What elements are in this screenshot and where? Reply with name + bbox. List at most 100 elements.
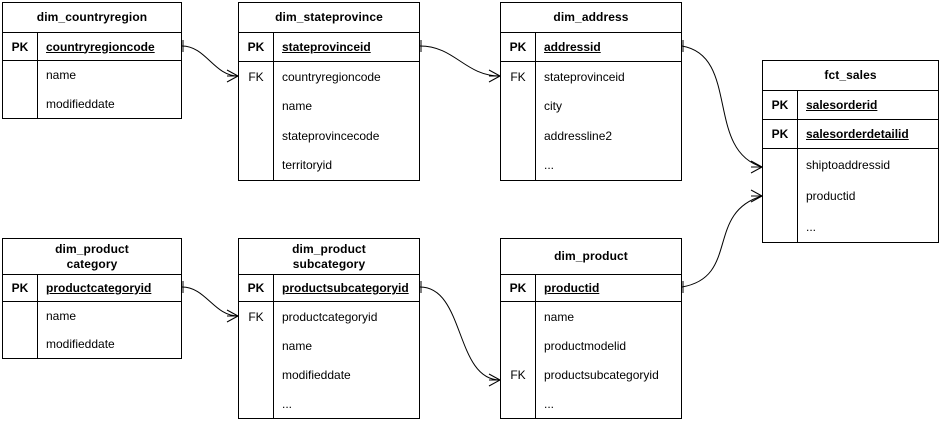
- attribute-marker-empty: [501, 150, 536, 180]
- attribute-row-dim_address-city[interactable]: city: [501, 91, 681, 121]
- relationship-line: [420, 46, 500, 76]
- attribute-field-name: territoryid: [282, 158, 333, 173]
- relationship-subcategory-to-product[interactable]: [420, 281, 500, 386]
- relationship-line: [682, 196, 762, 287]
- entity-title-line: dim_address: [553, 10, 629, 24]
- attribute-marker-empty: [239, 389, 274, 418]
- attribute-row-dim_product-ellipsisellipsisellipsis[interactable]: ...: [501, 389, 681, 418]
- attribute-marker-empty: [763, 180, 798, 211]
- attribute-field-name: shiptoaddressid: [806, 157, 891, 172]
- key-field-name: productcategoryid: [46, 281, 152, 295]
- relationship-line: [420, 287, 500, 380]
- key-field-name: stateprovinceid: [282, 40, 371, 54]
- attribute-row-dim_product-name[interactable]: name: [501, 302, 681, 331]
- key-marker-badge: PK: [239, 33, 274, 61]
- cardinality-many-crowfoot-icon: [227, 310, 238, 322]
- key-marker-badge: PK: [763, 120, 798, 148]
- attribute-row-dim_productsubcategory-name[interactable]: name: [239, 331, 419, 360]
- attribute-row-dim_productsubcategory-modifieddate[interactable]: modifieddate: [239, 360, 419, 389]
- attribute-marker-empty: [3, 302, 38, 330]
- key-marker-badge: PK: [501, 275, 536, 301]
- attribute-row-dim_productcategory-modifieddate[interactable]: modifieddate: [3, 330, 181, 358]
- entity-title-dim_stateprovince: dim_stateprovince: [239, 3, 419, 33]
- attribute-row-dim_address-addressline2[interactable]: addressline2: [501, 121, 681, 151]
- attribute-field-name: modifieddate: [46, 337, 115, 351]
- attribute-row-dim_productsubcategory-ellipsisellipsisellipsis[interactable]: ...: [239, 389, 419, 418]
- foreign-key-badge: FK: [501, 62, 536, 92]
- cardinality-many-crowfoot-icon: [489, 374, 500, 386]
- attribute-marker-empty: [763, 211, 798, 242]
- entity-title-line: category: [66, 256, 118, 271]
- key-row-fct_sales-salesorderdetailid[interactable]: PK salesorderdetailid: [763, 120, 938, 149]
- relationship-address-to-fctsales[interactable]: [682, 40, 762, 173]
- entity-title-line: fct_sales: [824, 68, 877, 82]
- attribute-marker-empty: [501, 302, 536, 331]
- attribute-field-name: city: [544, 99, 562, 114]
- attribute-field-name: ...: [806, 219, 817, 234]
- attribute-row-dim_stateprovince-name[interactable]: name: [239, 91, 419, 121]
- attribute-field-name: addressline2: [544, 128, 613, 143]
- attribute-row-fct_sales-productid[interactable]: productid: [763, 180, 938, 211]
- relationship-countryregion-to-stateprovince[interactable]: [182, 40, 238, 82]
- key-marker-badge: PK: [501, 33, 536, 61]
- entity-title-line: subcategory: [292, 256, 366, 271]
- key-field-name: salesorderid: [806, 98, 878, 112]
- attribute-field-name: name: [544, 309, 575, 324]
- key-row-dim_product-productid[interactable]: PK productid: [501, 275, 681, 302]
- attribute-field-name: name: [46, 309, 77, 323]
- entity-title-line: dim_product: [292, 241, 366, 256]
- attribute-row-fct_sales-ellipsisellipsisellipsis[interactable]: ...: [763, 211, 938, 242]
- attribute-field-name: countryregioncode: [282, 69, 381, 84]
- attribute-field-name: ...: [544, 396, 555, 411]
- attribute-row-fct_sales-shiptoaddressid[interactable]: shiptoaddressid: [763, 149, 938, 180]
- attribute-row-dim_stateprovince-territoryid[interactable]: territoryid: [239, 150, 419, 180]
- attribute-field-name: productcategoryid: [282, 309, 378, 324]
- attribute-field-name: productsubcategoryid: [544, 367, 659, 382]
- key-field-name: productid: [544, 281, 600, 295]
- attribute-row-dim_productcategory-name[interactable]: name: [3, 302, 181, 330]
- entity-title-dim_address: dim_address: [501, 3, 681, 33]
- attribute-marker-empty: [239, 91, 274, 121]
- attribute-marker-empty: [3, 61, 38, 90]
- attribute-row-dim_product-productmodelid[interactable]: productmodelid: [501, 331, 681, 360]
- attribute-row-dim_stateprovince-stateprovincecode[interactable]: stateprovincecode: [239, 121, 419, 151]
- attribute-marker-empty: [3, 89, 38, 118]
- attribute-field-name: name: [46, 68, 77, 83]
- attribute-field-name: ...: [544, 158, 555, 173]
- attribute-marker-empty: [763, 149, 798, 180]
- cardinality-many-crowfoot-icon: [227, 70, 238, 82]
- attribute-row-dim_countryregion-modifieddate[interactable]: modifieddate: [3, 89, 181, 118]
- key-field-name: salesorderdetailid: [806, 127, 909, 141]
- relationship-line: [182, 46, 238, 76]
- relationship-product-to-fctsales[interactable]: [682, 190, 762, 293]
- attribute-row-dim_address-ellipsisellipsisellipsis[interactable]: ...: [501, 150, 681, 180]
- relationship-productcategory-to-subcategory[interactable]: [182, 281, 238, 322]
- entity-title-fct_sales: fct_sales: [763, 61, 938, 91]
- key-row-dim_stateprovince-stateprovinceid[interactable]: PK stateprovinceid: [239, 33, 419, 62]
- relationship-stateprovince-to-address[interactable]: [420, 40, 500, 82]
- entity-title-line: dim_stateprovince: [275, 10, 383, 24]
- attribute-row-dim_countryregion-name[interactable]: name: [3, 61, 181, 90]
